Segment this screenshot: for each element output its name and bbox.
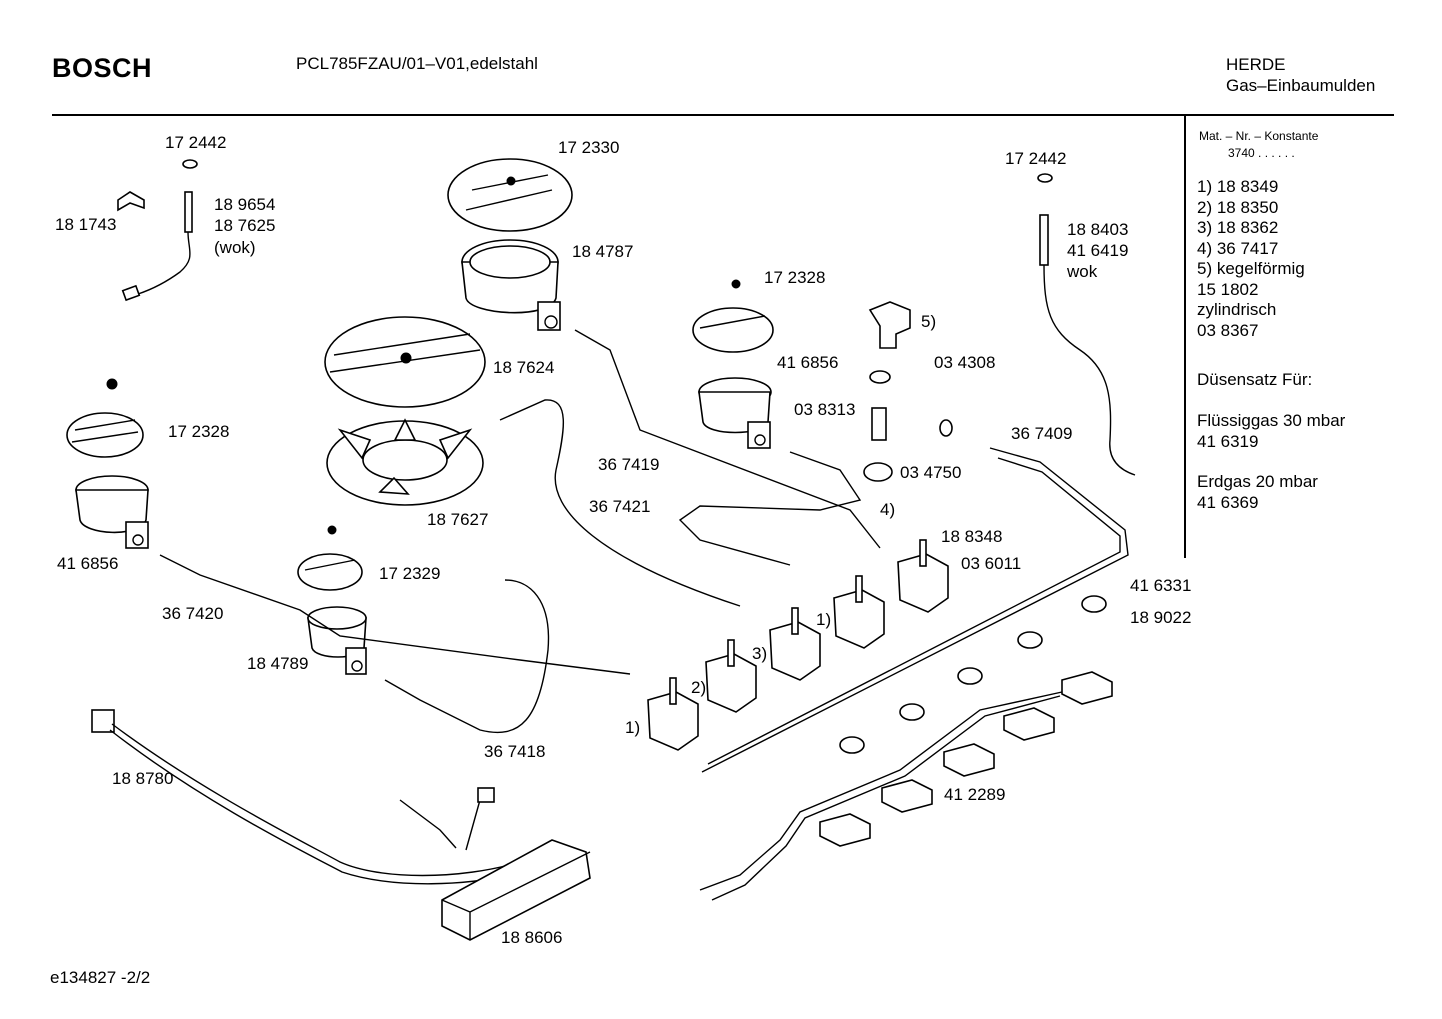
part-label: 18 7625 [214, 216, 276, 235]
part-label: 5) [921, 312, 937, 331]
cap-plate-icon [66, 412, 144, 458]
gas-pipe [499, 399, 741, 607]
legend-item: zylindrisch [1197, 300, 1277, 319]
clip-icon [117, 191, 145, 212]
ignition-switch-icon [699, 595, 1113, 901]
burner-cup-icon [698, 377, 772, 449]
document-id: e134827 -2/2 [50, 968, 151, 987]
part-label: 03 8313 [794, 400, 856, 419]
part-label: 17 2328 [764, 268, 826, 287]
part-label: 17 2442 [1005, 149, 1067, 168]
part-label: 03 4750 [900, 463, 962, 482]
elbow-fitting-icon [868, 301, 911, 349]
part-label: 41 6419 [1067, 241, 1129, 260]
gas-manifold [701, 447, 1129, 773]
part-label: 36 7421 [589, 497, 651, 516]
legend-item: 3) 18 8362 [1197, 218, 1279, 237]
part-label: 36 7409 [1011, 424, 1073, 443]
part-label: 36 7420 [162, 604, 224, 623]
category-label: HERDE [1226, 55, 1286, 74]
part-label: 18 8348 [941, 527, 1003, 546]
ng-number: 41 6369 [1197, 493, 1259, 512]
part-label: 17 2330 [558, 138, 620, 157]
part-label: 18 8780 [112, 769, 174, 788]
burner-cup-icon [75, 475, 149, 549]
part-label: 3) [752, 644, 768, 663]
gas-pipe [574, 329, 881, 549]
legend-heading: Mat. – Nr. – Konstante [1199, 129, 1319, 143]
legend-item: 4) 36 7417 [1197, 239, 1279, 258]
part-label: 03 4308 [934, 353, 996, 372]
part-label: 17 2328 [168, 422, 230, 441]
washer-icon [869, 370, 891, 384]
part-label: (wok) [214, 238, 256, 257]
part-label: 41 6856 [777, 353, 839, 372]
part-label: 18 8403 [1067, 220, 1129, 239]
brand-logo: BOSCH [52, 53, 153, 83]
lpg-number: 41 6319 [1197, 432, 1259, 451]
gas-pipe [678, 451, 862, 566]
header-rule [52, 114, 1394, 116]
part-label: 18 9022 [1130, 608, 1192, 627]
ng-label: Erdgas 20 mbar [1197, 472, 1318, 491]
gas-pipe [384, 579, 550, 734]
part-label: 41 6331 [1130, 576, 1192, 595]
part-label: 18 7627 [427, 510, 489, 529]
gas-valve-icon [705, 639, 757, 713]
ignition-wire-icon [91, 709, 529, 885]
legend-constant: 3740 . . . . . . [1228, 146, 1295, 160]
gas-valve-icon [647, 677, 699, 751]
nut-icon [863, 462, 893, 482]
cap-plate-icon [447, 158, 573, 232]
spark-generator-icon [441, 839, 591, 941]
part-label: 18 8606 [501, 928, 563, 947]
legend-item: 5) kegelförmig [1197, 259, 1305, 278]
part-label: 17 2329 [379, 564, 441, 583]
part-label: 18 4789 [247, 654, 309, 673]
part-label: 2) [691, 678, 707, 697]
part-label: 18 4787 [572, 242, 634, 261]
part-label: 18 7624 [493, 358, 555, 377]
legend-item: 2) 18 8350 [1197, 198, 1279, 217]
part-label: 41 6856 [57, 554, 119, 573]
gas-manifold [707, 457, 1121, 765]
gas-valve-icon [833, 575, 885, 649]
nozzle-set-title: Düsensatz Für: [1197, 370, 1313, 389]
wok-burner-icon [326, 418, 484, 506]
lpg-label: Flüssiggas 30 mbar [1197, 411, 1346, 430]
part-label: 18 9654 [214, 195, 276, 214]
part-label: wok [1067, 262, 1098, 281]
subcategory-label: Gas–Einbaumulden [1226, 76, 1376, 95]
washer-icon [1037, 173, 1053, 183]
gas-valve-icon [769, 607, 821, 681]
part-label: 18 1743 [55, 215, 117, 234]
model-number: PCL785FZAU/01–V01,edelstahl [296, 54, 538, 73]
gas-pipe [159, 554, 631, 675]
part-label: 36 7419 [598, 455, 660, 474]
part-label: 41 2289 [944, 785, 1006, 804]
thermocouple-icon [1039, 214, 1136, 476]
part-label: 36 7418 [484, 742, 546, 761]
cap-plate-icon [297, 553, 363, 591]
legend-item: 03 8367 [1197, 321, 1259, 340]
cap-plate-icon [692, 307, 774, 353]
part-label: 03 6011 [961, 554, 1022, 573]
part-label: 1) [625, 718, 641, 737]
legend-item: 1) 18 8349 [1197, 177, 1279, 196]
nozzle-icon [871, 407, 887, 441]
thermocouple-wok-icon [121, 159, 198, 302]
gas-valve-icon [897, 539, 949, 613]
washer-icon [939, 419, 953, 437]
burner-cup-icon [307, 606, 367, 675]
legend-divider [1184, 116, 1186, 558]
legend-item: 15 1802 [1197, 280, 1259, 299]
part-label: 17 2442 [165, 133, 227, 152]
part-label: 4) [880, 500, 896, 519]
part-label: 1) [816, 610, 832, 629]
burner-cup-icon [461, 239, 561, 331]
